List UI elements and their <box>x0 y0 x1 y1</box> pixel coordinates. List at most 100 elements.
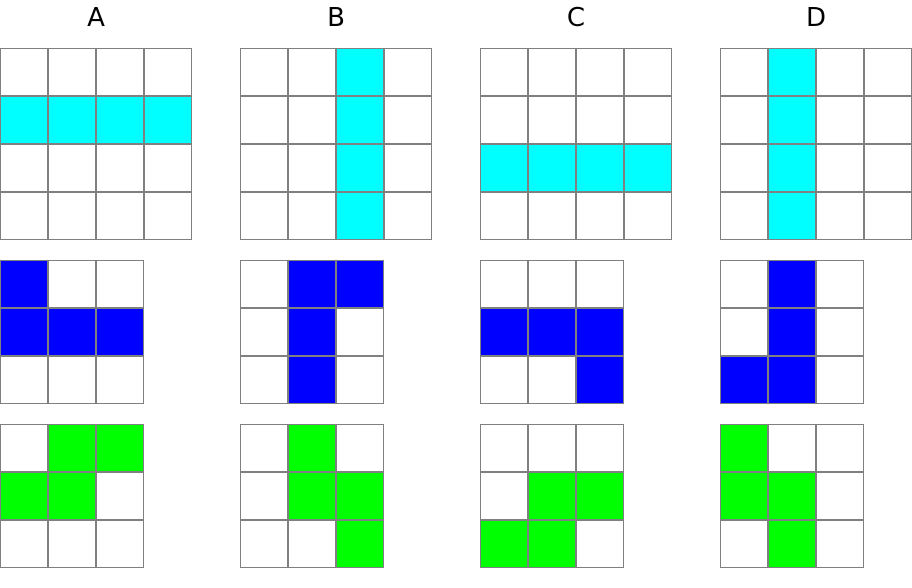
empty-cell <box>96 144 144 192</box>
filled-cell <box>96 424 144 472</box>
filled-cell <box>48 472 96 520</box>
empty-cell <box>576 424 624 472</box>
empty-cell <box>240 308 288 356</box>
empty-cell <box>624 96 672 144</box>
empty-cell <box>816 48 864 96</box>
empty-cell <box>480 260 528 308</box>
filled-cell <box>768 96 816 144</box>
column-label-c: C <box>566 3 586 33</box>
empty-cell <box>240 260 288 308</box>
empty-cell <box>480 424 528 472</box>
empty-cell <box>96 192 144 240</box>
s-piece-grid-c <box>480 424 624 568</box>
empty-cell <box>96 48 144 96</box>
filled-cell <box>288 308 336 356</box>
filled-cell <box>0 260 48 308</box>
filled-cell <box>336 144 384 192</box>
filled-cell <box>0 308 48 356</box>
filled-cell <box>576 356 624 404</box>
empty-cell <box>528 48 576 96</box>
filled-cell <box>480 144 528 192</box>
empty-cell <box>864 48 912 96</box>
filled-cell <box>96 308 144 356</box>
empty-cell <box>720 48 768 96</box>
empty-cell <box>96 472 144 520</box>
filled-cell <box>144 96 192 144</box>
empty-cell <box>528 260 576 308</box>
empty-cell <box>816 96 864 144</box>
filled-cell <box>336 472 384 520</box>
j-piece-grid-c <box>480 260 624 404</box>
filled-cell <box>288 472 336 520</box>
empty-cell <box>0 520 48 568</box>
empty-cell <box>48 260 96 308</box>
empty-cell <box>384 144 432 192</box>
filled-cell <box>528 144 576 192</box>
empty-cell <box>816 520 864 568</box>
empty-cell <box>336 356 384 404</box>
filled-cell <box>576 144 624 192</box>
empty-cell <box>336 308 384 356</box>
empty-cell <box>144 192 192 240</box>
empty-cell <box>0 356 48 404</box>
empty-cell <box>384 96 432 144</box>
empty-cell <box>480 96 528 144</box>
empty-cell <box>0 192 48 240</box>
filled-cell <box>528 472 576 520</box>
empty-cell <box>288 192 336 240</box>
empty-cell <box>288 520 336 568</box>
empty-cell <box>720 260 768 308</box>
empty-cell <box>48 48 96 96</box>
empty-cell <box>864 192 912 240</box>
i-piece-grid-a <box>0 48 192 240</box>
empty-cell <box>144 144 192 192</box>
empty-cell <box>288 96 336 144</box>
filled-cell <box>624 144 672 192</box>
filled-cell <box>336 192 384 240</box>
empty-cell <box>720 308 768 356</box>
column-label-a: A <box>87 3 105 33</box>
filled-cell <box>288 424 336 472</box>
filled-cell <box>768 144 816 192</box>
empty-cell <box>48 144 96 192</box>
filled-cell <box>480 520 528 568</box>
empty-cell <box>336 424 384 472</box>
filled-cell <box>576 308 624 356</box>
filled-cell <box>768 356 816 404</box>
empty-cell <box>240 424 288 472</box>
empty-cell <box>720 192 768 240</box>
filled-cell <box>336 520 384 568</box>
empty-cell <box>0 144 48 192</box>
empty-cell <box>480 48 528 96</box>
empty-cell <box>240 472 288 520</box>
j-piece-grid-a <box>0 260 144 404</box>
empty-cell <box>528 424 576 472</box>
empty-cell <box>768 424 816 472</box>
empty-cell <box>576 48 624 96</box>
filled-cell <box>576 472 624 520</box>
empty-cell <box>48 356 96 404</box>
filled-cell <box>528 308 576 356</box>
empty-cell <box>528 96 576 144</box>
empty-cell <box>576 520 624 568</box>
empty-cell <box>240 520 288 568</box>
filled-cell <box>0 96 48 144</box>
filled-cell <box>768 260 816 308</box>
empty-cell <box>240 144 288 192</box>
empty-cell <box>720 144 768 192</box>
empty-cell <box>816 192 864 240</box>
i-piece-grid-c <box>480 48 672 240</box>
empty-cell <box>240 96 288 144</box>
empty-cell <box>48 192 96 240</box>
s-piece-grid-a <box>0 424 144 568</box>
j-piece-grid-b <box>240 260 384 404</box>
s-piece-grid-b <box>240 424 384 568</box>
filled-cell <box>720 472 768 520</box>
filled-cell <box>288 356 336 404</box>
i-piece-grid-b <box>240 48 432 240</box>
filled-cell <box>768 520 816 568</box>
filled-cell <box>0 472 48 520</box>
empty-cell <box>480 472 528 520</box>
filled-cell <box>48 424 96 472</box>
empty-cell <box>816 424 864 472</box>
